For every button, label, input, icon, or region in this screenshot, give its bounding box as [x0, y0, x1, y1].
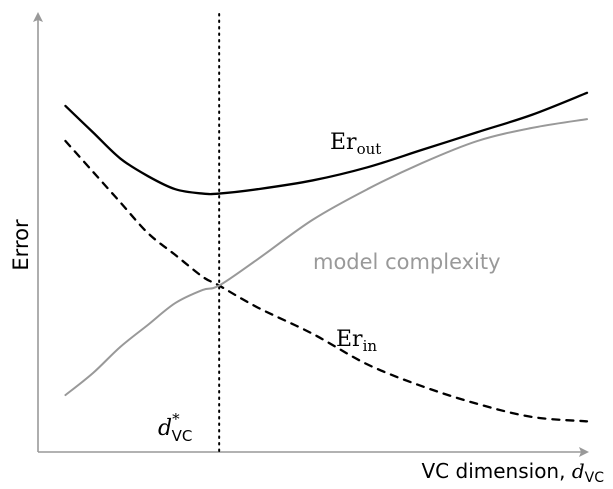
- er-in-label-sub: in: [363, 337, 378, 355]
- er-out-label-main: Er: [330, 130, 357, 155]
- er-out-curve: [64, 91, 589, 196]
- model-complexity-curve: [64, 118, 588, 397]
- er-out-label-sub: out: [357, 140, 382, 158]
- er-in-curve: [64, 139, 589, 423]
- er-in-label: Erin: [336, 327, 377, 355]
- x-axis-label: VC dimension, dVC: [422, 459, 605, 486]
- er-out-label: Erout: [330, 130, 381, 158]
- er-in-label-main: Er: [336, 327, 363, 352]
- x-axis-label-text: VC dimension,: [422, 459, 572, 483]
- optimal-dvc-star: *: [172, 410, 180, 428]
- optimal-dvc-label: d*VC: [158, 410, 192, 445]
- y-axis-label: Error: [9, 219, 33, 271]
- x-axis-label-subscript: VC: [585, 470, 605, 486]
- model-complexity-label: model complexity: [313, 250, 501, 274]
- optimal-dvc-subscript: VC: [172, 427, 193, 445]
- x-axis-label-symbol: d: [572, 459, 585, 483]
- optimal-dvc-symbol: d: [158, 416, 172, 441]
